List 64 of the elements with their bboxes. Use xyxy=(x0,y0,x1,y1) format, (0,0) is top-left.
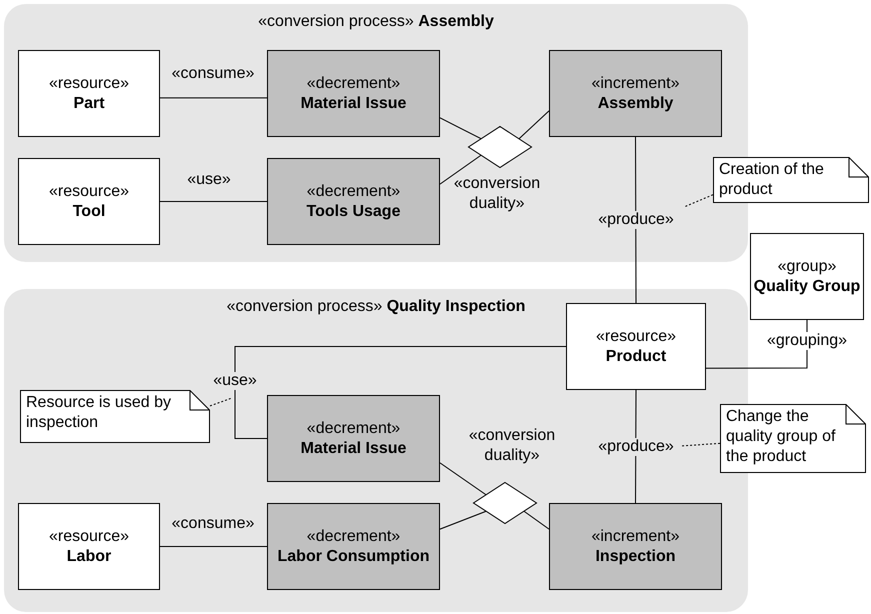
edge-label: «use» xyxy=(211,372,259,390)
process-title: «conversion process» Quality Inspection xyxy=(226,298,526,316)
leader-line xyxy=(684,194,714,208)
element-name: Assembly xyxy=(598,94,674,114)
element-name: Tool xyxy=(72,202,106,222)
event-box xyxy=(267,503,440,590)
stereotype-label: «resource» xyxy=(48,526,130,546)
stereotype-label: «decrement» xyxy=(306,182,400,202)
event-box xyxy=(267,395,440,482)
note-text: Change the quality group of the product xyxy=(726,408,836,465)
element-name: Product xyxy=(606,346,666,366)
event-box xyxy=(549,50,722,137)
duality-diamond xyxy=(468,126,532,168)
note-box xyxy=(20,390,210,443)
connector-line xyxy=(524,510,550,530)
connector-line xyxy=(440,510,486,530)
element-name: Material Issue xyxy=(300,438,406,458)
resource-box xyxy=(566,303,706,390)
connector-line xyxy=(440,117,482,140)
element-name: Part xyxy=(73,94,105,114)
stereotype-label: «decrement» xyxy=(306,74,400,94)
stereotype-label: «increment» xyxy=(591,74,680,94)
note-text: Creation of the product xyxy=(719,161,824,198)
note-box xyxy=(713,157,869,203)
leader-line xyxy=(680,442,720,446)
resource-box xyxy=(18,503,160,590)
connector-line xyxy=(160,546,268,547)
note-box xyxy=(720,404,866,473)
stereotype-label: «group» xyxy=(778,256,836,276)
stereotype-label: «increment» xyxy=(591,526,680,546)
element-name: Quality Group xyxy=(754,276,860,296)
duality-diamond xyxy=(473,482,537,524)
connector-line xyxy=(160,97,268,98)
edge-label: «produce» xyxy=(596,211,676,229)
connector-line xyxy=(440,462,486,496)
edge-label: «grouping» xyxy=(764,332,850,350)
resource-box xyxy=(18,50,160,137)
stereotype-label: «resource» xyxy=(596,326,676,346)
stereotype-label: «decrement» xyxy=(306,526,400,546)
connector-line xyxy=(518,110,550,140)
edge-label: «produce» xyxy=(596,438,676,456)
note-text: Resource is used by inspection xyxy=(26,394,171,431)
duality-label: «conversion duality» xyxy=(468,426,556,466)
stereotype-label: «resource» xyxy=(48,74,130,94)
element-name: Labor Consumption xyxy=(278,546,430,566)
process-title: «conversion process» Assembly xyxy=(257,13,495,31)
event-box xyxy=(267,158,440,245)
stereotype-label: «resource» xyxy=(48,182,130,202)
element-name: Labor xyxy=(66,546,112,566)
connector-line xyxy=(635,136,636,304)
resource-box xyxy=(18,158,160,245)
connector-line xyxy=(160,201,268,202)
element-name: Tools Usage xyxy=(306,202,400,222)
element-name: Material Issue xyxy=(300,94,406,114)
event-box xyxy=(267,50,440,137)
duality-label: «conversion duality» xyxy=(452,174,542,214)
connector-line xyxy=(234,346,566,439)
resource-box xyxy=(750,233,864,320)
element-name: Inspection xyxy=(595,546,676,566)
event-box xyxy=(549,503,722,590)
stereotype-label: «decrement» xyxy=(306,418,400,438)
connector-line xyxy=(440,154,482,185)
connector-line xyxy=(706,320,808,369)
leader-line xyxy=(210,398,232,406)
